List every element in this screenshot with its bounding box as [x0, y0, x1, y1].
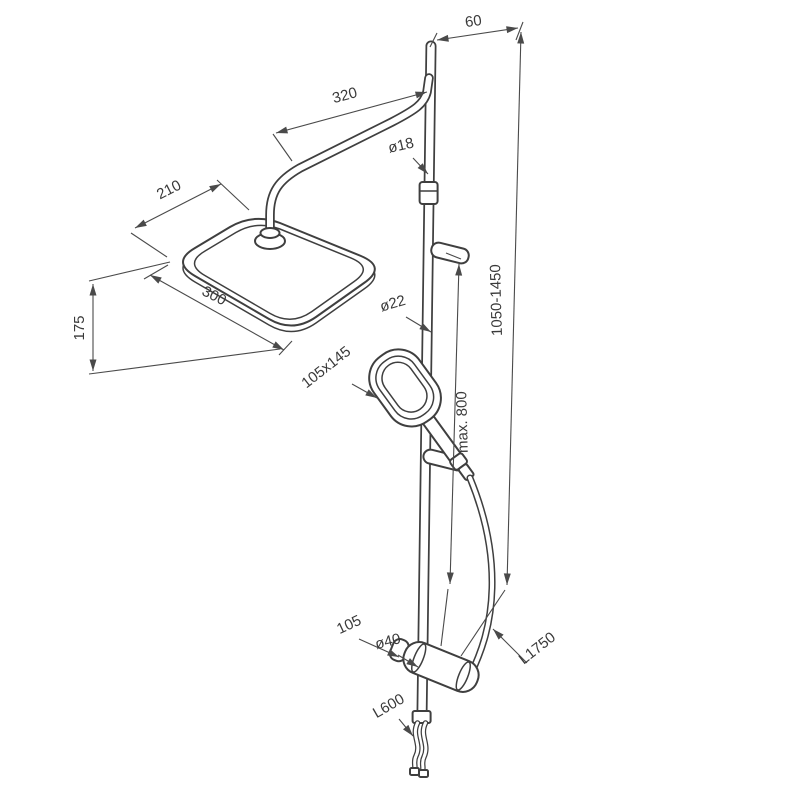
shower-hose — [466, 474, 496, 680]
dim-hand-shower-size: 105x145 — [298, 343, 378, 399]
dim-mixer-offset-label: 105 — [334, 612, 364, 638]
dim-arm-length-label: 320 — [331, 84, 360, 107]
hose-core — [468, 476, 495, 678]
dim-mixer-diameter-label: ø40 — [373, 630, 402, 653]
supply-connection — [409, 710, 432, 778]
dimension-line — [436, 26, 519, 42]
extension-line — [278, 340, 293, 356]
leader-line — [405, 316, 432, 333]
supply-hose-2-core — [421, 721, 428, 773]
dim-column-diameter-label: ø22 — [378, 292, 408, 315]
dim-hand-shower-size-label: 105x145 — [298, 343, 354, 392]
dimension-line — [134, 183, 222, 229]
extension-line — [429, 32, 438, 48]
dim-mixer-diameter: ø40 — [373, 630, 419, 668]
dim-head-width-label: 210 — [154, 177, 184, 204]
dim-arm-pipe-diameter-label: ø18 — [386, 134, 415, 156]
mixer-body — [402, 641, 480, 693]
leader-line — [351, 383, 378, 399]
dim-head-height: 175 — [71, 261, 281, 375]
dim-column-height-range: 1050-1450 — [460, 31, 525, 657]
collar-body — [418, 181, 439, 205]
dim-supply-hose-length: L600 — [370, 690, 414, 737]
dimension-line — [446, 263, 463, 585]
supply-hose-1-core — [413, 721, 420, 772]
dimension-line — [503, 31, 525, 586]
leader-line — [492, 628, 528, 664]
head-connector — [254, 227, 286, 250]
dim-max-bracket-height: max. 800 — [440, 252, 472, 647]
dim-column-height-range-label: 1050-1450 — [487, 264, 506, 336]
dim-top-offset: 60 — [429, 12, 524, 48]
connector-nut — [411, 710, 432, 724]
mixer-valve — [388, 638, 480, 693]
dimension-line — [149, 274, 285, 351]
supply-fitting-1 — [409, 767, 420, 776]
extension-line — [445, 252, 462, 260]
extension-line — [130, 232, 168, 258]
connector-collar — [259, 227, 281, 239]
extension-line — [272, 133, 293, 162]
leader-line — [358, 638, 400, 658]
leader-line — [398, 718, 414, 737]
leader-line — [412, 157, 429, 175]
dim-max-bracket-height-label: max. 800 — [453, 391, 472, 453]
extension-line — [88, 348, 281, 375]
extension-line — [440, 588, 449, 647]
extension-line — [515, 21, 524, 41]
bracket-body — [430, 241, 470, 265]
leader-line — [397, 654, 419, 668]
hand-shower-spray-plate — [381, 361, 428, 413]
dim-supply-hose-length-label: L600 — [370, 690, 407, 721]
dimension-line — [275, 91, 428, 134]
dim-head-height-label: 175 — [71, 315, 88, 340]
extension-line — [460, 589, 506, 657]
hand-shower — [368, 348, 475, 481]
extension-line — [143, 264, 169, 280]
dim-arm-length: 320 — [272, 84, 428, 162]
extension-line — [88, 261, 171, 282]
supply-fitting-2 — [418, 769, 429, 778]
hand-shower-face — [375, 355, 435, 420]
dim-head-length: 300 — [143, 264, 293, 356]
column-collar — [418, 181, 439, 205]
dim-arm-pipe-diameter: ø18 — [386, 134, 429, 175]
extension-line — [216, 179, 250, 211]
dim-column-diameter: ø22 — [378, 292, 432, 333]
wall-bracket — [430, 241, 470, 265]
dim-top-offset-label: 60 — [464, 12, 483, 31]
mixer-seam-left — [410, 643, 427, 673]
dim-shower-hose-length-label: L1750 — [516, 629, 559, 668]
mixer-seam-right — [455, 661, 472, 691]
dim-shower-hose-length: L1750 — [492, 628, 559, 668]
